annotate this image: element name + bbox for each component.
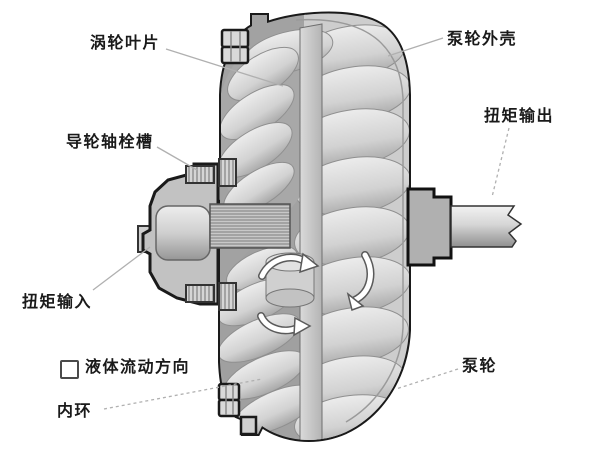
leader-pump-housing (387, 37, 444, 57)
legend-flow-direction-label: 液体流动方向 (85, 357, 191, 376)
shell-inner-rim (295, 18, 404, 423)
leader-torque-output (491, 127, 510, 198)
label-pump-housing: 泵轮外壳 (447, 29, 518, 48)
lower-spline-groove (185, 284, 215, 303)
label-torque-input: 扭矩输入 (22, 292, 93, 311)
leader-stator-spline (156, 146, 198, 171)
input-flange-assembly (137, 158, 291, 311)
bottom-bolt-stack (217, 382, 258, 436)
cut-plane-divider (299, 23, 323, 440)
leader-turbine-blade (165, 48, 284, 87)
leader-torque-input (92, 246, 151, 291)
pump-blade-stack (294, 24, 409, 440)
leader-inner-ring (103, 378, 263, 410)
lower-bolt (218, 282, 237, 311)
housing-tab (239, 415, 258, 436)
flow-arrowhead-icon (299, 252, 320, 274)
label-pump-wheel: 泵轮 (462, 356, 498, 375)
label-turbine-blade: 涡轮叶片 (90, 33, 161, 52)
stator-spline-groove (185, 165, 215, 184)
splined-input-shaft (209, 203, 291, 249)
hub-boss (155, 205, 211, 261)
upper-bolt (218, 158, 237, 187)
label-stator-spline: 导轮轴栓槽 (66, 132, 154, 151)
label-torque-output: 扭矩输出 (484, 106, 555, 125)
square-swatch-icon (60, 360, 79, 379)
flow-arrowhead-icon (293, 316, 312, 337)
output-hub (406, 187, 453, 267)
label-inner-ring: 内环 (57, 401, 93, 420)
output-shaft (450, 205, 523, 248)
top-bolt-stack (220, 28, 250, 65)
flow-arrowhead-icon (346, 292, 365, 311)
turbine-blade-section (216, 28, 334, 220)
output-shaft-assembly (406, 187, 523, 267)
fluid-flow-arrows (257, 251, 375, 337)
leader-lines (92, 37, 510, 410)
leader-pump-wheel (395, 368, 459, 390)
